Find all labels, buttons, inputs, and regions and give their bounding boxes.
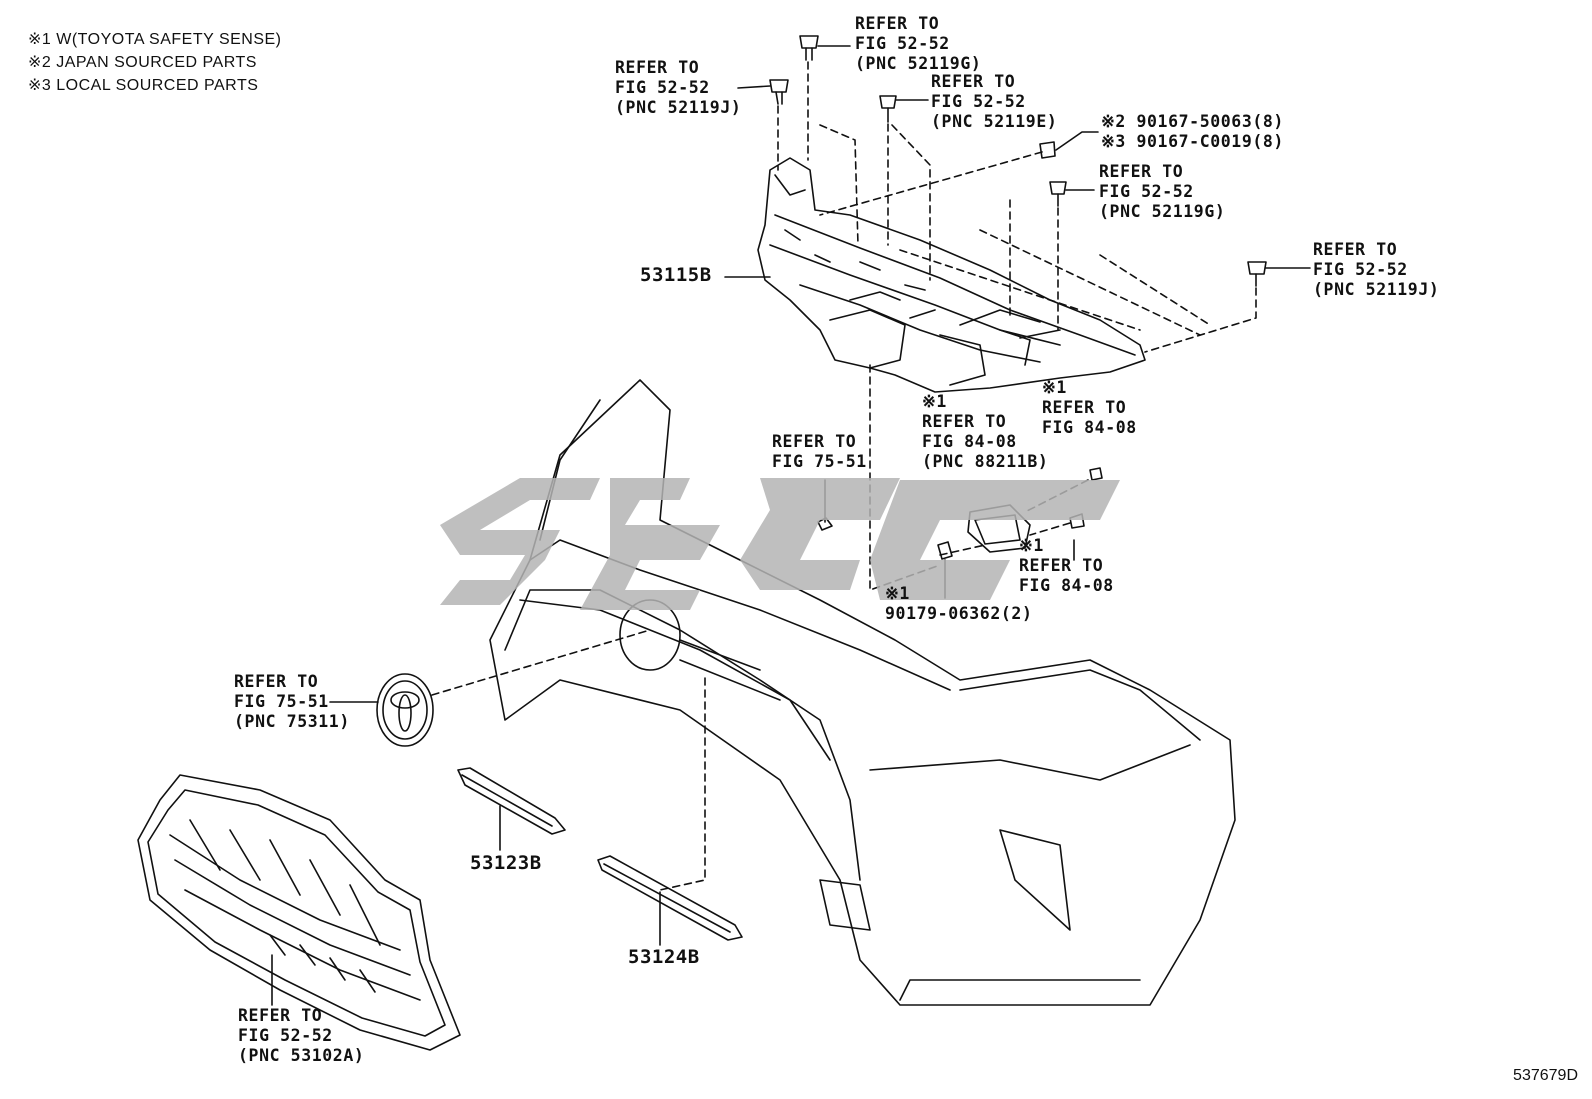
callout-53102A[interactable]: REFER TO FIG 52-52 (PNC 53102A) bbox=[238, 1006, 364, 1066]
part-number-53115B[interactable]: 53115B bbox=[640, 264, 712, 286]
callout-line: ※2 90167-50063(8) bbox=[1101, 112, 1284, 131]
callout-line: ※1 bbox=[885, 584, 910, 603]
callout-line: FIG 75-51 bbox=[234, 692, 329, 711]
callout-52119G-right[interactable]: REFER TO FIG 52-52 (PNC 52119G) bbox=[1099, 162, 1225, 222]
drawing-number: 537679D bbox=[1513, 1067, 1578, 1084]
bolt-52119E bbox=[879, 95, 897, 123]
callout-line: REFER TO bbox=[1019, 556, 1104, 575]
callout-line: ※1 bbox=[1019, 536, 1044, 555]
cover-fasteners bbox=[769, 35, 1267, 591]
callout-line: FIG 52-52 bbox=[615, 78, 710, 97]
engine-under-cover bbox=[757, 157, 1146, 393]
callout-line: REFER TO bbox=[931, 72, 1016, 91]
clip-52119G-top bbox=[799, 35, 819, 61]
molding-53123B bbox=[457, 767, 566, 835]
callout-line: REFER TO bbox=[922, 412, 1007, 431]
callout-line: REFER TO bbox=[615, 58, 700, 77]
legend-item-1: ※1 W(TOYOTA SAFETY SENSE) bbox=[28, 31, 282, 48]
part-number-53123B[interactable]: 53123B bbox=[470, 852, 542, 874]
callout-line: (PNC 52119E) bbox=[931, 112, 1058, 131]
callout-line: (PNC 52119J) bbox=[1313, 280, 1440, 299]
callout-52119J-right[interactable]: REFER TO FIG 52-52 (PNC 52119J) bbox=[1313, 240, 1439, 300]
legend: ※1 W(TOYOTA SAFETY SENSE) ※2 JAPAN SOURC… bbox=[28, 28, 282, 97]
callout-line: REFER TO bbox=[234, 672, 319, 691]
callout-line: ※3 90167-C0019(8) bbox=[1101, 132, 1284, 151]
clip-52119J-left bbox=[769, 79, 789, 105]
callout-90167[interactable]: ※2 90167-50063(8) ※3 90167-C0019(8) bbox=[1101, 112, 1284, 152]
watermark-logo bbox=[440, 478, 1120, 610]
callout-line: ※1 bbox=[1042, 378, 1067, 397]
callout-fig-84-08-upper[interactable]: ※1 REFER TO FIG 84-08 bbox=[1042, 378, 1137, 438]
molding-53124B bbox=[597, 677, 743, 941]
callout-line: (PNC 52119J) bbox=[615, 98, 742, 117]
callout-88211B[interactable]: ※1 REFER TO FIG 84-08 (PNC 88211B) bbox=[922, 392, 1048, 472]
clip-52119J-right bbox=[1247, 261, 1267, 287]
callout-line: (PNC 88211B) bbox=[922, 452, 1049, 471]
callout-line: REFER TO bbox=[1042, 398, 1127, 417]
front-bumper-cover bbox=[489, 379, 1236, 1006]
callout-75311[interactable]: REFER TO FIG 75-51 (PNC 75311) bbox=[234, 672, 350, 732]
callout-line: (PNC 52119G) bbox=[855, 54, 982, 73]
callout-line: REFER TO bbox=[855, 14, 940, 33]
callout-line: FIG 52-52 bbox=[238, 1026, 333, 1045]
radiator-grille bbox=[137, 774, 461, 1051]
callout-line: REFER TO bbox=[1313, 240, 1398, 259]
callout-line: REFER TO bbox=[1099, 162, 1184, 181]
callout-fig-84-08-lower[interactable]: ※1 REFER TO FIG 84-08 bbox=[1019, 536, 1114, 596]
bolt-90167 bbox=[1039, 141, 1056, 159]
toyota-emblem bbox=[376, 629, 651, 747]
callout-line: (PNC 75311) bbox=[234, 712, 350, 731]
clip-52119G-right bbox=[1049, 181, 1067, 207]
callout-line: FIG 84-08 bbox=[1042, 418, 1137, 437]
part-number-53124B[interactable]: 53124B bbox=[628, 946, 700, 968]
callout-line: FIG 52-52 bbox=[855, 34, 950, 53]
callout-line: 90179-06362(2) bbox=[885, 604, 1033, 623]
callout-90179[interactable]: ※1 90179-06362(2) bbox=[885, 584, 1032, 624]
callout-line: FIG 84-08 bbox=[922, 432, 1017, 451]
callout-fig-75-51-clip[interactable]: REFER TO FIG 75-51 bbox=[772, 432, 867, 472]
callout-line: (PNC 53102A) bbox=[238, 1046, 365, 1065]
legend-item-3: ※3 LOCAL SOURCED PARTS bbox=[28, 77, 259, 94]
callout-line: FIG 52-52 bbox=[1099, 182, 1194, 201]
legend-item-2: ※2 JAPAN SOURCED PARTS bbox=[28, 54, 257, 71]
callout-line: ※1 bbox=[922, 392, 947, 411]
callout-52119J-left[interactable]: REFER TO FIG 52-52 (PNC 52119J) bbox=[615, 58, 741, 118]
callout-52119G-top[interactable]: REFER TO FIG 52-52 (PNC 52119G) bbox=[855, 14, 981, 74]
callout-line: FIG 52-52 bbox=[1313, 260, 1408, 279]
callout-line: FIG 52-52 bbox=[931, 92, 1026, 111]
callout-line: REFER TO bbox=[772, 432, 857, 451]
callout-line: (PNC 52119G) bbox=[1099, 202, 1226, 221]
callout-line: REFER TO bbox=[238, 1006, 323, 1025]
callout-line: FIG 75-51 bbox=[772, 452, 867, 471]
callout-52119E[interactable]: REFER TO FIG 52-52 (PNC 52119E) bbox=[931, 72, 1057, 132]
callout-line: FIG 84-08 bbox=[1019, 576, 1114, 595]
